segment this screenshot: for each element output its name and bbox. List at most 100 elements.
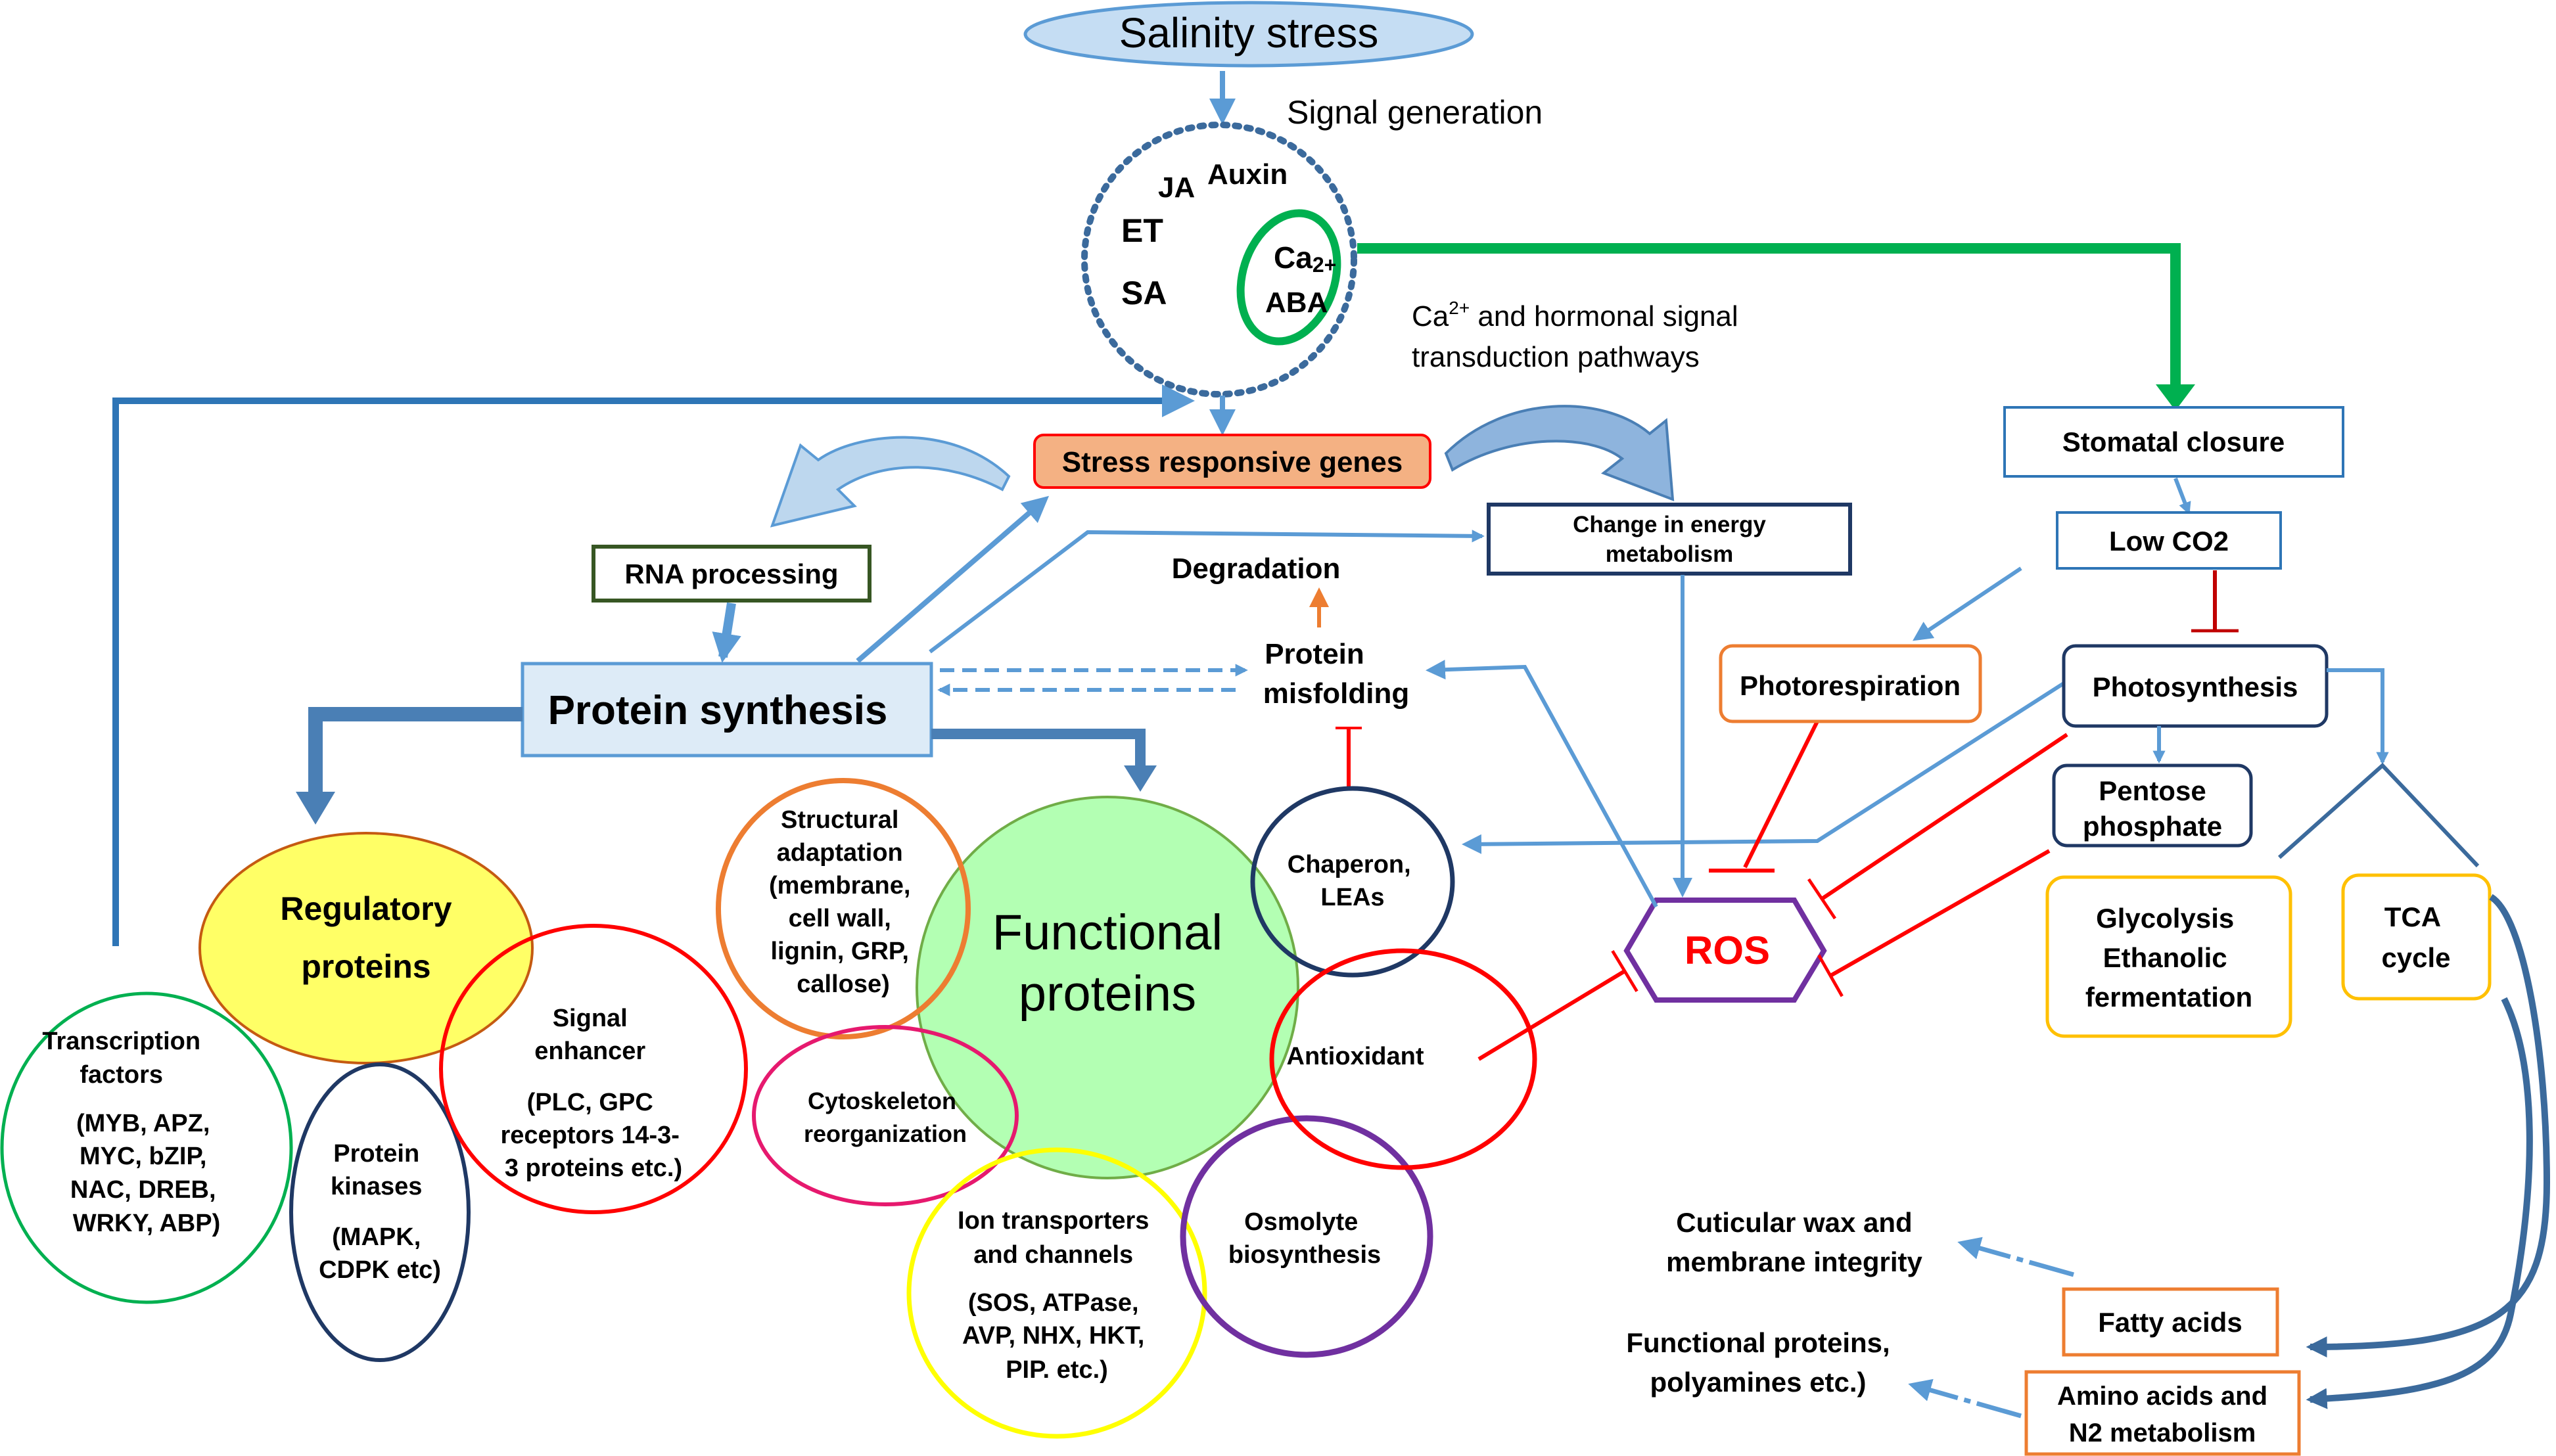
arrow-fatty-to-cuticular (1957, 1237, 2074, 1277)
arrow-photosynthesis-to-branch (2327, 668, 2389, 765)
inhibit-photorespiration-ros (1743, 720, 1819, 869)
arrow-to-regulatory (308, 707, 523, 795)
functional-node: Functional proteins (916, 796, 1299, 1179)
svg-text:Cytoskeleton reorganizat: Cytoskeleton reorganization (804, 1087, 967, 1147)
amino-label-2: N2 metabolism (2069, 1419, 2256, 1447)
svg-text:Osmolyte biosynthesis: Osmolyte biosynthesis (1228, 1208, 1381, 1269)
structural-line-6: callose) (797, 970, 890, 998)
structural-line-2: adaptation (777, 839, 903, 867)
polyamines-label-1: Functional proteins, (1626, 1327, 1890, 1358)
rna-processing-label: RNA processing (624, 558, 838, 589)
transcription-line-7: WRKY, ABP) (73, 1210, 220, 1237)
stress-genes-label: Stress responsive genes (1062, 446, 1403, 478)
tca-line-1: TCA (2384, 901, 2441, 932)
kinases-line-5: CDPK etc) (319, 1256, 441, 1284)
transduction-label-2: transduction pathways (1412, 341, 1700, 373)
stomatal-box: Stomatal closure (2003, 406, 2344, 478)
chaperon-node: Chaperon, LEAs (1250, 786, 1455, 978)
hormone-aba: ABA (1265, 286, 1328, 319)
svg-text:Protein kinases (M: Protein kinases (MAPK, CDPK etc) (319, 1140, 441, 1284)
arrow-photosynthesis-to-chaperon (1462, 681, 2065, 854)
low-co2-label: Low CO2 (2109, 526, 2229, 557)
pentose-label-2: phosphate (2083, 811, 2222, 842)
enhancer-line-6: 3 proteins etc.) (505, 1154, 682, 1182)
transcription-line-6: NAC, DREB, (70, 1176, 216, 1204)
structural-line-5: lignin, GRP, (771, 938, 909, 965)
enhancer-line-2: enhancer (534, 1037, 645, 1065)
functional-label-2: proteins (1019, 966, 1196, 1022)
osmolyte-line-2: biosynthesis (1228, 1241, 1381, 1269)
signal-circle: JA Auxin ET SA Ca2+ ABA (1081, 122, 1357, 398)
amino-label-1: Amino acids and (2057, 1382, 2267, 1411)
svg-text:Glycolysis Ethanolic: Glycolysis Ethanolic fermentation (2085, 903, 2252, 1012)
protein-synthesis-box: Protein synthesis (521, 662, 933, 758)
regulatory-node: Regulatory proteins (198, 832, 534, 1064)
arrow-synthesis-to-energy (929, 530, 1485, 654)
hormone-et: ET (1121, 212, 1163, 249)
kinases-line-4: (MAPK, (332, 1223, 421, 1251)
transcription-line-5: MYC, bZIP, (80, 1143, 207, 1170)
protein-synthesis-label: Protein synthesis (548, 688, 888, 733)
osmolyte-line-1: Osmolyte (1244, 1208, 1358, 1236)
structural-line-4: cell wall, (789, 905, 891, 932)
cuticular-label-1: Cuticular wax and (1676, 1207, 1912, 1238)
curve-arrow-right (1444, 405, 1675, 501)
antioxidant-node: Antioxidant (1269, 948, 1537, 1170)
svg-text:Signal enhancer (P: Signal enhancer (PLC, GPC receptors 14-3… (500, 1005, 686, 1182)
fatty-acids-label: Fatty acids (2098, 1307, 2242, 1338)
ca-aba-ring (1236, 209, 1341, 346)
arrow-synthesis-to-genes (856, 495, 1050, 664)
transcription-line-2: factors (80, 1061, 163, 1089)
hormone-ja: JA (1158, 171, 1195, 204)
transduction-label: Ca2+ and hormonal signal (1412, 298, 1738, 332)
photosynthesis-box: Photosynthesis (2062, 644, 2329, 728)
degradation-label: Degradation (1172, 553, 1341, 585)
arrow-co2-to-photorespiration (1913, 566, 2022, 641)
hormone-sa: SA (1121, 275, 1167, 311)
energy-label-1: Change in energy (1573, 512, 1766, 537)
polyamines-label-2: polyamines etc.) (1650, 1367, 1866, 1398)
kinases-line-2: kinases (331, 1173, 422, 1200)
ion-line-2: and channels (973, 1241, 1133, 1269)
stress-genes-box: Stress responsive genes (1033, 434, 1431, 489)
branch-lines (2278, 762, 2480, 868)
transcription-line-4: (MYB, APZ, (76, 1110, 210, 1137)
rna-processing-box: RNA processing (592, 545, 871, 603)
svg-text:Structural adaptation: Structural adaptation (membrane, cell wa… (769, 806, 918, 998)
regulatory-label-1: Regulatory (280, 890, 452, 927)
svg-text:Chaperon, LEAs: Chaperon, LEAs (1288, 851, 1418, 911)
amino-acids-box: Amino acids and N2 metabolism (2024, 1370, 2301, 1456)
transcription-node: Transcription factors (MYB, APZ, MYC, bZ… (0, 991, 293, 1304)
svg-text:Transcription factors: Transcription factors (MYB, APZ, MYC, bZ… (42, 1028, 223, 1237)
arrow-tca-to-fatty (2306, 894, 2551, 1357)
pentose-box: Pentose phosphate (2052, 763, 2253, 848)
enhancer-line-5: receptors 14-3- (500, 1122, 679, 1149)
inhibit-pentose-ros (1817, 849, 2051, 997)
structural-line-1: Structural (781, 806, 898, 834)
chaperon-line-1: Chaperon, (1288, 851, 1411, 878)
tca-box: TCA cycle (2341, 873, 2492, 1001)
hormone-ca: Ca2+ (1274, 240, 1336, 277)
cytoskeleton-line-1: Cytoskeleton (808, 1087, 956, 1114)
enhancer-line-4: (PLC, GPC (527, 1089, 653, 1116)
glycolysis-box: Glycolysis Ethanolic fermentation (2045, 875, 2292, 1038)
low-co2-box: Low CO2 (2056, 511, 2282, 570)
feedback-line (112, 384, 1195, 946)
glycolysis-line-2: Ethanolic (2103, 942, 2227, 973)
energy-label-2: metabolism (1606, 541, 1734, 567)
photorespiration-box: Photorespiration (1719, 644, 1982, 723)
inhibit-photosynthesis-ros (1807, 733, 2068, 920)
transcription-line-1: Transcription (42, 1028, 200, 1055)
arrow-to-functional (931, 729, 1146, 769)
ros-label: ROS (1685, 928, 1770, 972)
svg-text:TCA cycle: TCA cycle (2381, 901, 2450, 973)
misfolding-label-2: misfolding (1263, 677, 1409, 710)
ion-line-5: AVP, NHX, HKT, (962, 1322, 1144, 1350)
photorespiration-label: Photorespiration (1740, 670, 1961, 701)
svg-text:Ion transporters and cha: Ion transporters and channels (SOS, ATPa… (958, 1207, 1156, 1384)
functional-label-1: Functional (992, 905, 1223, 961)
hormone-auxin: Auxin (1207, 158, 1288, 191)
structural-line-3: (membrane, (769, 872, 910, 899)
ros-node: ROS (1623, 898, 1827, 1003)
cuticular-label-2: membrane integrity (1666, 1246, 1922, 1277)
